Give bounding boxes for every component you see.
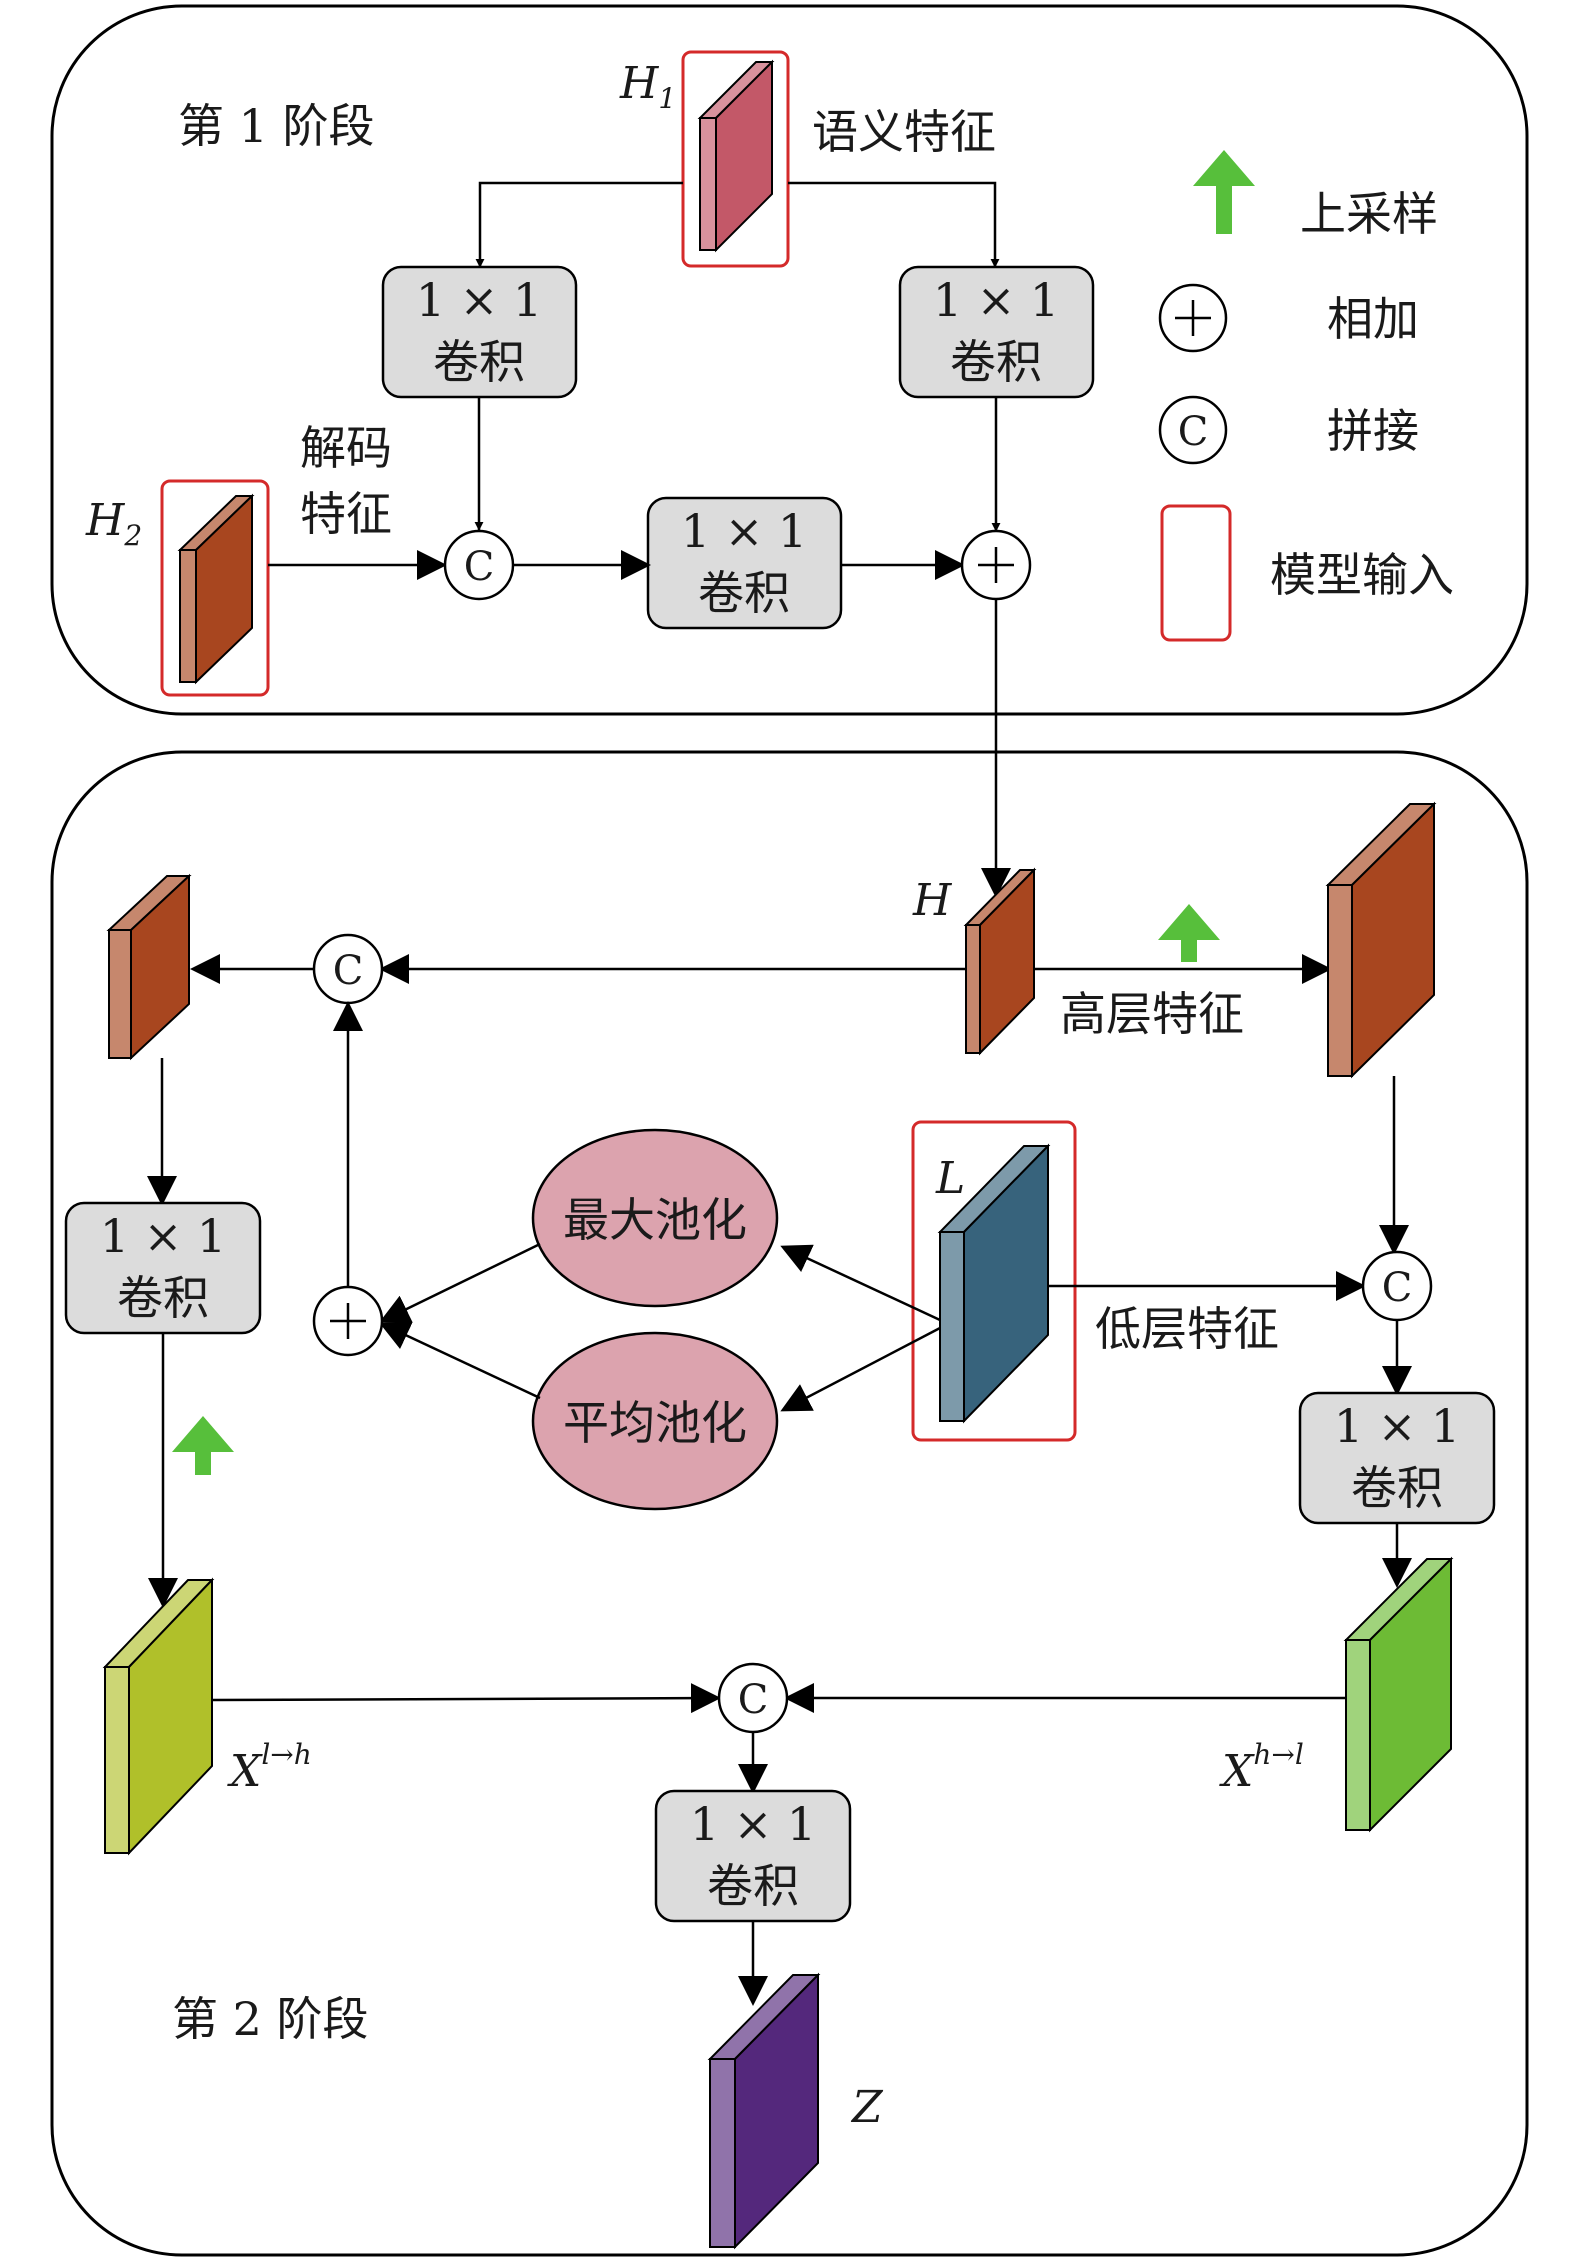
h2-side-face [179, 549, 197, 683]
maxpool-node: 最大池化 [531, 1128, 779, 1308]
x-lh-var: Xl→h [227, 1738, 312, 1797]
svg-text:C: C [333, 948, 364, 994]
legend: 上采样 相加 C 拼接 模型输入 [1158, 150, 1454, 642]
conv-label-size: 1 × 1 [681, 504, 807, 558]
concat-symbol: C [464, 544, 495, 590]
conv-label-type: 卷积 [433, 335, 525, 389]
l-feature-map [937, 1143, 1051, 1424]
arrow-h1-to-conv-right [788, 181, 1000, 268]
stage1-panel [50, 4, 1529, 716]
svg-text:C: C [738, 1677, 769, 1723]
conv-label-size: 1 × 1 [690, 1797, 816, 1851]
stage2-conv-left: 1 × 1 卷积 [64, 1201, 262, 1335]
svg-text:C: C [1178, 409, 1209, 455]
xlh-side-face [104, 1666, 130, 1854]
h1-front-face [715, 59, 773, 253]
arrow-xlh-to-concat4 [211, 1683, 721, 1714]
conv-label-size: 1 × 1 [933, 273, 1059, 327]
legend-upsample: 上采样 [1300, 187, 1438, 241]
stage1-conv-left: 1 × 1 卷积 [381, 265, 578, 399]
h2-caption-line2: 特征 [300, 487, 392, 541]
h2-front-face [195, 493, 253, 685]
h2-input-frame [160, 479, 270, 697]
l-caption: 低层特征 [1095, 1302, 1279, 1356]
xlh-front-face [128, 1577, 213, 1856]
l-input-frame [911, 1120, 1077, 1442]
z-side-face [709, 2058, 736, 2248]
h-front-face [979, 867, 1035, 1056]
legend-add: 相加 [1327, 292, 1419, 346]
stage2-conv-right: 1 × 1 卷积 [1298, 1391, 1496, 1525]
add-node-stage2 [312, 1285, 384, 1357]
maxpool-label: 最大池化 [563, 1193, 747, 1247]
conv-label-type: 卷积 [1351, 1461, 1443, 1515]
left-front-face [130, 873, 190, 1061]
conv-label-size: 1 × 1 [1334, 1399, 1460, 1453]
stage2-title: 第 2 阶段 [172, 1992, 369, 2046]
left-concat-feature-map [106, 873, 192, 1061]
h2-feature-map [177, 493, 255, 685]
up-h-front-face [1351, 801, 1435, 1079]
conv-label-type: 卷积 [117, 1271, 209, 1325]
h-feature-map [963, 867, 1037, 1056]
arrow-l-to-maxpool [780, 1244, 941, 1322]
avgpool-label: 平均池化 [563, 1396, 747, 1450]
conv-label-size: 1 × 1 [416, 273, 542, 327]
svg-text:C: C [1382, 1265, 1413, 1311]
left-side-face [108, 929, 132, 1059]
concat-node-stage1: C [443, 529, 515, 601]
h-caption: 高层特征 [1060, 987, 1244, 1041]
conv-label-type: 卷积 [698, 566, 790, 620]
legend-model-input: 模型输入 [1270, 548, 1454, 602]
arrow-avgpool-to-add2 [379, 1321, 541, 1400]
conv-label-size: 1 × 1 [100, 1209, 226, 1263]
l-front-face [963, 1143, 1049, 1424]
conv-label-type: 卷积 [950, 335, 1042, 389]
upsampled-h-feature-map [1325, 801, 1437, 1079]
stage1-title: 第 1 阶段 [178, 99, 375, 153]
upsample-legend-icon [1193, 150, 1255, 234]
l-side-face [939, 1231, 965, 1422]
add-node-stage1 [960, 529, 1032, 601]
h1-caption: 语义特征 [812, 105, 996, 159]
x-hl-var: Xh→l [1219, 1738, 1304, 1797]
legend-concat: 拼接 [1327, 404, 1419, 458]
upsample-icon-top [1158, 904, 1220, 962]
arrow-maxpool-to-add2 [379, 1242, 541, 1323]
stage2-panel [50, 750, 1529, 2257]
arrow-l-to-avgpool [780, 1326, 941, 1412]
l-var: L [935, 1153, 965, 1204]
h-var: H [912, 875, 953, 926]
avgpool-node: 平均池化 [531, 1331, 779, 1511]
z-feature-map [707, 1972, 821, 2250]
x-hl-feature-map [1343, 1556, 1454, 1833]
xhl-front-face [1369, 1556, 1452, 1833]
h-side-face [965, 924, 981, 1054]
stage1-conv-right: 1 × 1 卷积 [898, 265, 1095, 399]
up-h-side-face [1327, 884, 1353, 1077]
model-input-legend-icon [1160, 504, 1232, 642]
arrow-h1-to-conv-left [475, 181, 683, 268]
add-legend-icon [1158, 283, 1228, 353]
upsample-icon-left [172, 1416, 234, 1475]
h2-caption-line1: 解码 [300, 421, 392, 475]
stage2-conv-bottom: 1 × 1 卷积 [654, 1789, 852, 1923]
concat-node-stage2-right: C [1361, 1250, 1433, 1322]
h1-input-frame [681, 50, 790, 268]
z-var: Z [850, 2082, 884, 2133]
h1-side-face [699, 117, 717, 251]
x-lh-feature-map [102, 1577, 215, 1856]
h1-var: H1 [619, 58, 676, 115]
z-front-face [734, 1972, 819, 2250]
concat-node-stage2-top: C [312, 933, 384, 1005]
conv-label-type: 卷积 [707, 1859, 799, 1913]
stage1-conv-mid: 1 × 1 卷积 [646, 496, 843, 630]
h1-feature-map [697, 59, 775, 253]
xhl-side-face [1345, 1639, 1371, 1831]
concat-node-stage2-bottom: C [717, 1662, 789, 1734]
concat-legend-icon: C [1158, 395, 1228, 465]
h2-var: H2 [85, 495, 142, 552]
